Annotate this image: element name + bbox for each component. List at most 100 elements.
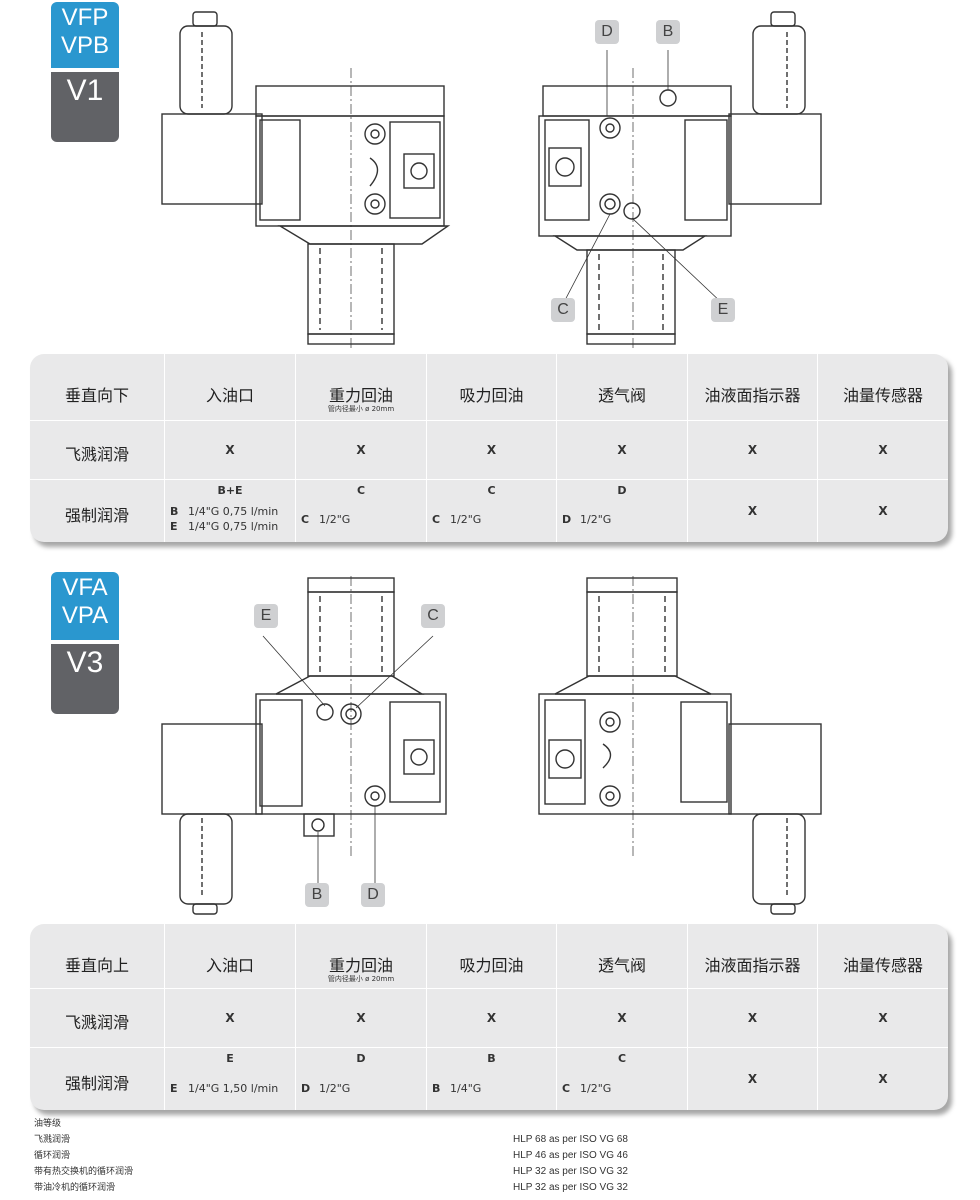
header-corner-cell: 垂直向上 <box>30 924 164 988</box>
spec-letter: B <box>432 1082 441 1095</box>
mark-cell: X <box>295 421 426 479</box>
column-note: 管内径最小 ø 20mm <box>327 405 395 413</box>
spec-text: 1/2"G <box>319 513 351 526</box>
column-header: 吸力回油 <box>459 386 524 405</box>
spec-text: 1/4"G 0,75 l/min <box>188 520 279 533</box>
mark: X <box>878 1011 888 1025</box>
port-code: B+E <box>217 484 243 497</box>
badge-line: VFP <box>61 4 109 31</box>
column-header: 透气阀 <box>597 386 646 405</box>
port-code: E <box>226 1052 234 1065</box>
oil-grade-value: HLP 32 as per ISO VG 32 <box>513 1182 628 1193</box>
spec-text: 1/2"G <box>319 1082 351 1095</box>
mark-cell: X <box>817 1048 948 1110</box>
mark-cell: X <box>556 421 687 479</box>
badge-code: V1 <box>66 74 104 107</box>
row-label: 飞溅润滑 <box>64 445 129 464</box>
row-label: 强制润滑 <box>64 506 129 525</box>
column-header: 透气阀 <box>597 956 646 975</box>
mark-cell: X <box>295 989 426 1047</box>
table-row-splash: 飞溅润滑 X X X X X X <box>30 421 948 479</box>
oil-grade-values: HLP 68 as per ISO VG 68 HLP 46 as per IS… <box>513 1132 628 1196</box>
header-corner-cell: 垂直向下 <box>30 354 164 420</box>
mark-cell: X <box>687 1048 817 1110</box>
mark-cell: X <box>687 480 817 542</box>
spec-text: 1/4"G 1,50 l/min <box>188 1082 279 1095</box>
column-header: 吸力回油 <box>459 956 524 975</box>
header-cell-level-indicator: 油液面指示器 <box>687 924 817 988</box>
port-label-b: B <box>305 883 329 907</box>
port-label-c: C <box>551 298 575 322</box>
mark: X <box>617 1011 627 1025</box>
spec-text: 1/2"G <box>580 1082 612 1095</box>
spec-text: 1/2"G <box>580 513 612 526</box>
mark: X <box>878 1072 888 1086</box>
header-cell-level-sensor: 油量传感器 <box>817 924 948 988</box>
port-label-b: B <box>656 20 680 44</box>
lubrication-table-vertical-up: 垂直向上 入油口 重力回油 管内径最小 ø 20mm 吸力回油 透气阀 油液面指… <box>30 924 948 1110</box>
oil-grade-value: HLP 32 as per ISO VG 32 <box>513 1166 628 1177</box>
mark: X <box>486 443 497 457</box>
oil-grade-labels: 油等级 飞溅润滑 循环润滑 带有热交换机的循环润滑 带油冷机的循环润滑 <box>34 1116 133 1196</box>
port-label-d: D <box>361 883 385 907</box>
mark: X <box>747 1011 758 1025</box>
header-cell-inlet: 入油口 <box>164 924 295 988</box>
gearbox-drawing-top-left <box>161 11 451 348</box>
port-cell-inlet: E E 1/4"G 1,50 l/min <box>164 1048 295 1110</box>
table-header-row: 垂直向下 入油口 重力回油 管内径最小 ø 20mm 吸力回油 透气阀 油液面指… <box>30 354 948 420</box>
port-code: C <box>487 484 496 497</box>
oil-grade-label: 带有热交换机的循环润滑 <box>34 1167 134 1177</box>
header-cell-level-indicator: 油液面指示器 <box>687 354 817 420</box>
spec-letter: E <box>170 1082 178 1095</box>
header-cell-breather: 透气阀 <box>556 924 687 988</box>
row-label-cell: 强制润滑 <box>30 480 164 542</box>
table-header-row: 垂直向上 入油口 重力回油 管内径最小 ø 20mm 吸力回油 透气阀 油液面指… <box>30 924 948 988</box>
port-code: C <box>617 1052 627 1065</box>
mark: X <box>747 1072 758 1086</box>
header-cell-breather: 透气阀 <box>556 354 687 420</box>
column-header: 油液面指示器 <box>704 386 801 405</box>
gearbox-drawing-top-right <box>538 11 822 348</box>
mark: X <box>747 443 758 457</box>
column-note: 管内径最小 ø 20mm <box>327 975 395 983</box>
row-divider <box>30 420 948 421</box>
model-badge-vfa-vpa: VFA VPA <box>51 572 119 640</box>
row-label: 强制润滑 <box>64 1074 129 1093</box>
column-header: 油液面指示器 <box>704 956 801 975</box>
mark-cell: X <box>687 421 817 479</box>
spec-letter: D <box>562 513 572 526</box>
lubrication-table-vertical-down: 垂直向下 入油口 重力回油 管内径最小 ø 20mm 吸力回油 透气阀 油液面指… <box>30 354 948 542</box>
column-header: 油量传感器 <box>842 956 923 975</box>
port-code: C <box>356 484 366 497</box>
spec-text: 1/4"G <box>450 1082 482 1095</box>
badge-line: VPA <box>61 602 109 629</box>
spec-text: 1/4"G 0,75 l/min <box>188 505 279 518</box>
badge-line: VFA <box>62 574 108 601</box>
port-code: B <box>487 1052 496 1065</box>
mark-cell: X <box>556 989 687 1047</box>
mark-cell: X <box>426 421 556 479</box>
port-label-e: E <box>254 604 278 628</box>
row-label-cell: 飞溅润滑 <box>30 421 164 479</box>
row-divider <box>30 1047 948 1048</box>
table-row-splash: 飞溅润滑 X X X X X X <box>30 989 948 1047</box>
header-cell-suction-return: 吸力回油 <box>426 924 556 988</box>
mark-cell: X <box>164 421 295 479</box>
column-header: 重力回油 <box>328 386 393 405</box>
gearbox-drawing-bottom-right <box>538 576 822 915</box>
oil-grade-heading: 油等级 <box>34 1119 62 1129</box>
badge-code: V3 <box>66 646 104 679</box>
column-header: 重力回油 <box>328 956 393 975</box>
column-header: 入油口 <box>205 386 254 405</box>
oil-grade-value: HLP 68 as per ISO VG 68 <box>513 1134 628 1145</box>
